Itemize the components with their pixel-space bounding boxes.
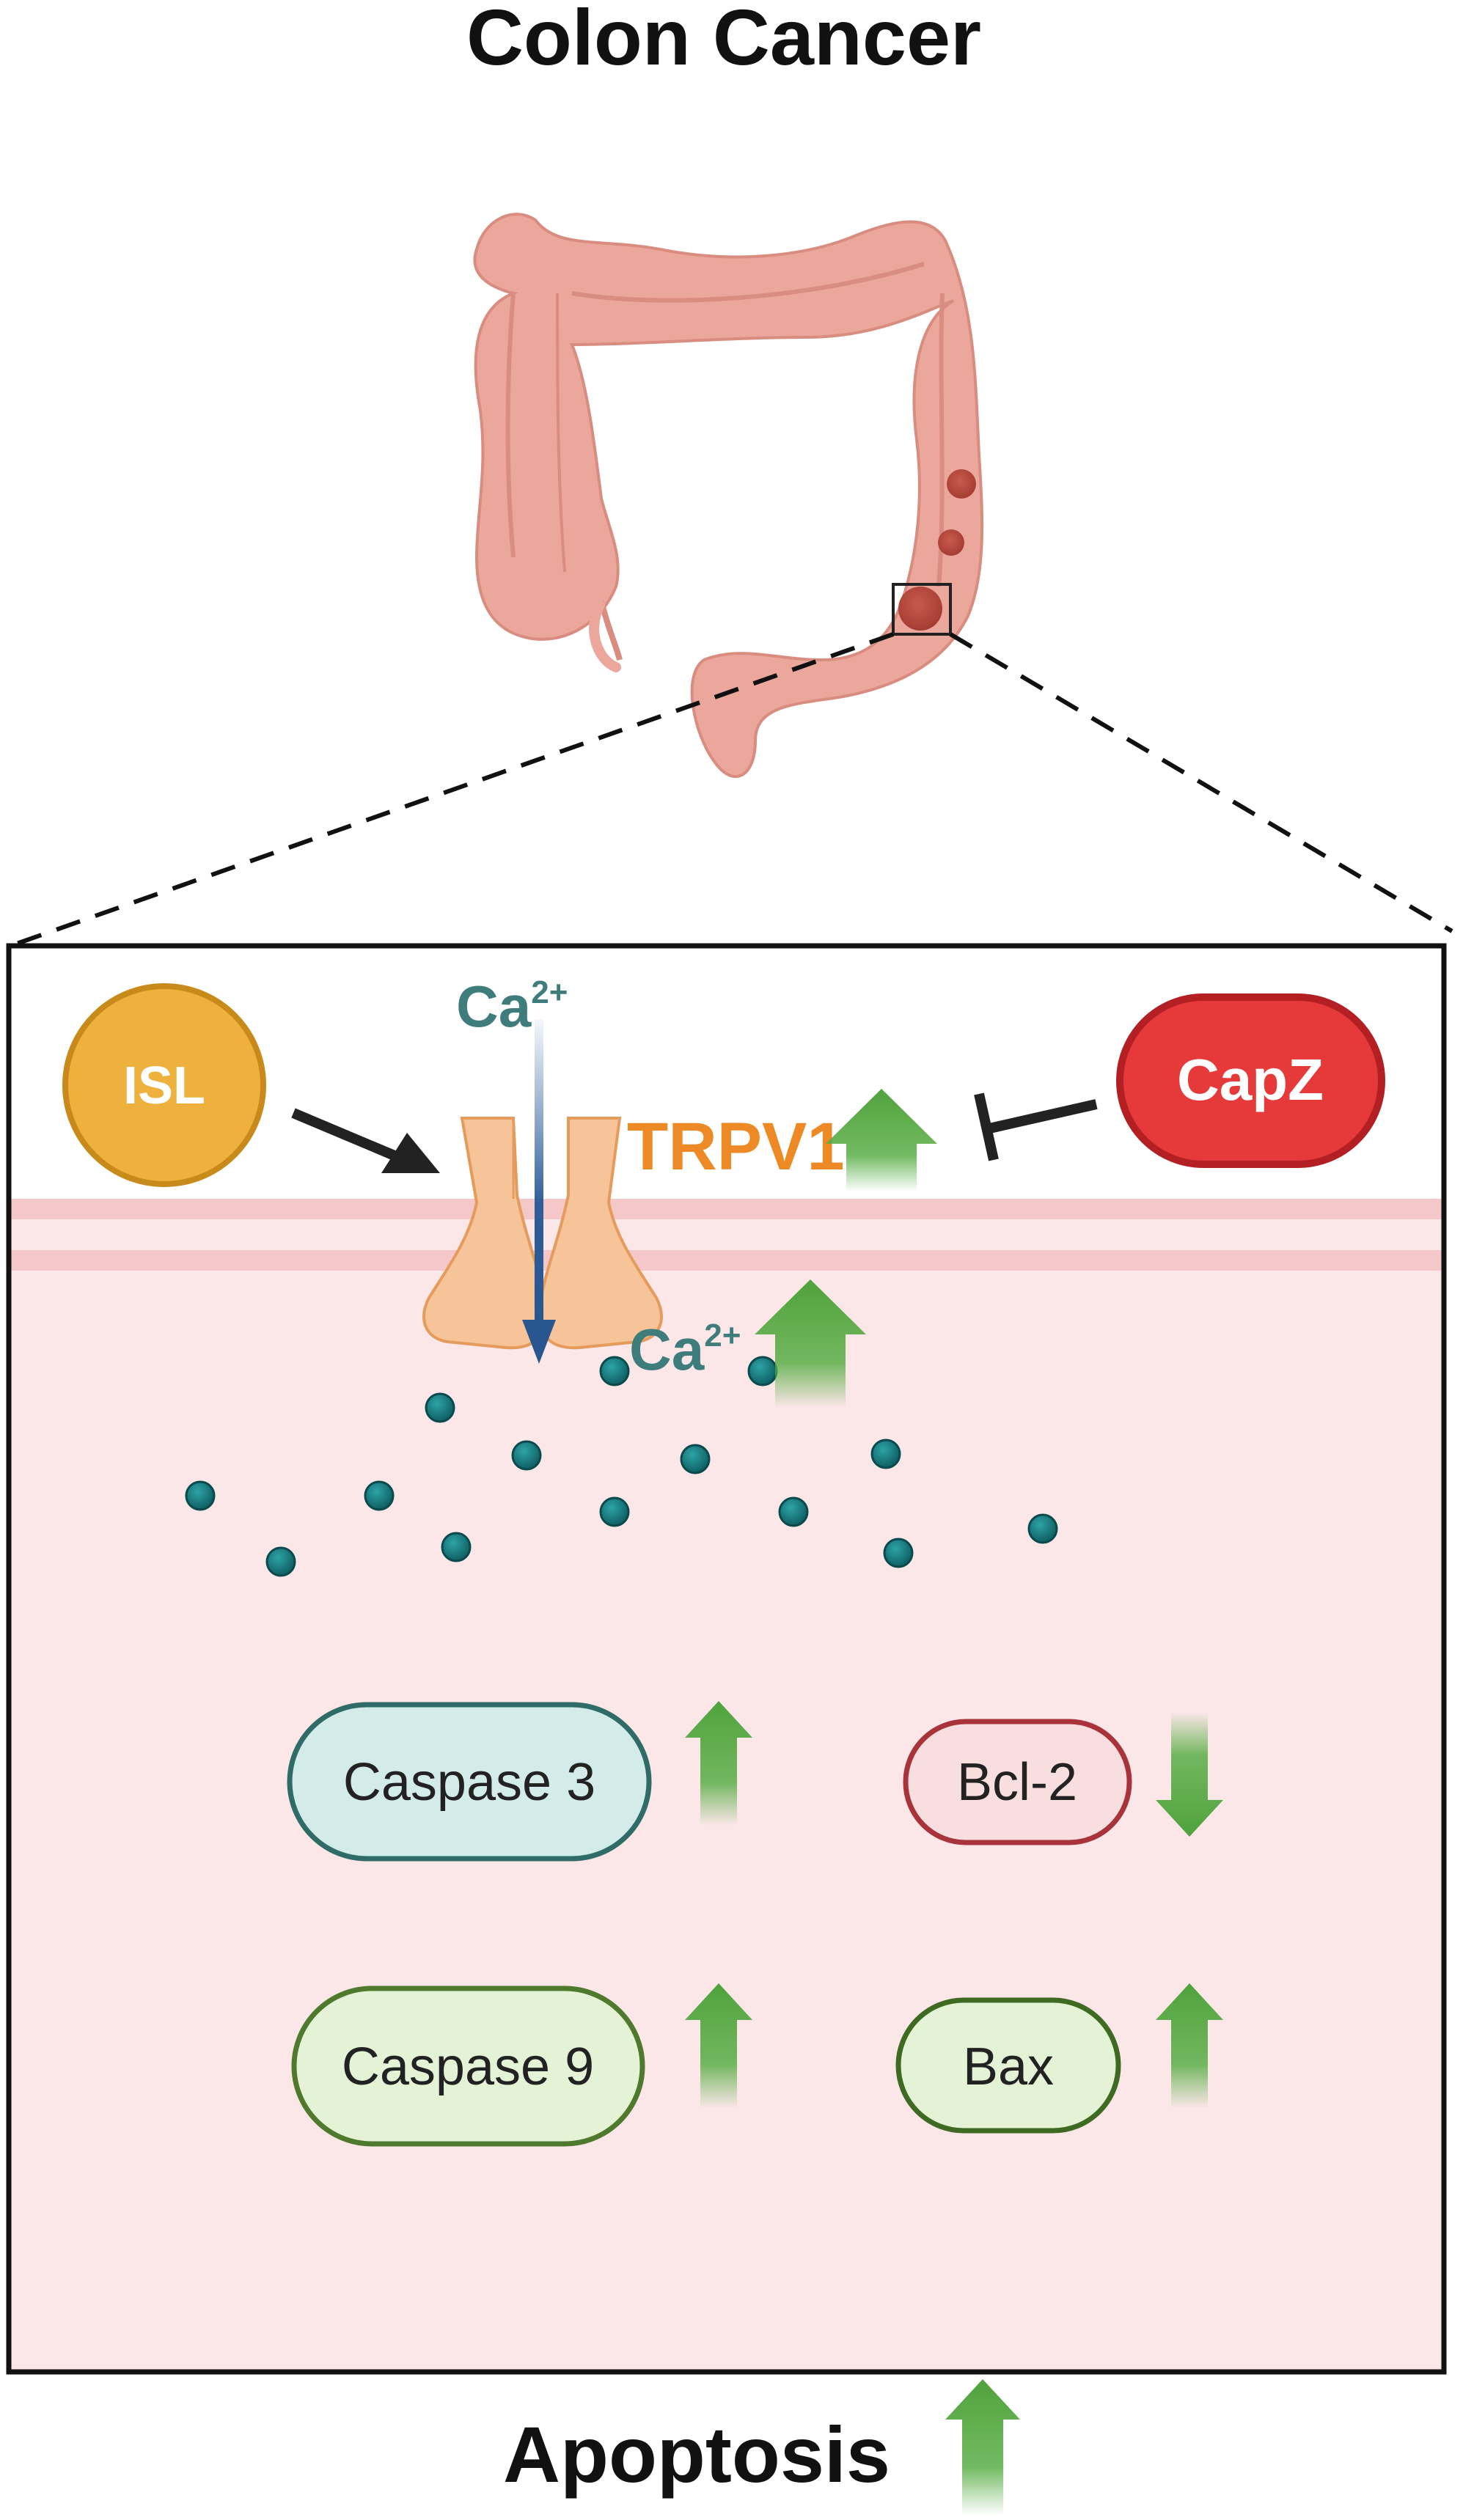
trpv1-label: TRPV1 <box>627 1109 845 1184</box>
trpv1-up-arrow <box>826 1089 937 1191</box>
tumor-marker <box>947 469 976 499</box>
apoptosis-up-arrow <box>945 2379 1020 2515</box>
bcl2-node: Bcl-2 <box>903 1719 1132 1845</box>
figure-title: Colon Cancer <box>466 0 981 81</box>
calcium-ion <box>599 1356 630 1386</box>
capz-label: CapZ <box>1177 1047 1324 1112</box>
isl-activation-arrow <box>291 1108 398 1161</box>
zoom-line-left <box>14 632 894 947</box>
calcium-ion <box>883 1538 914 1568</box>
caspase9-up-arrow <box>685 1983 752 2108</box>
calcium-ion <box>185 1480 216 1511</box>
caspase3-up-arrow <box>685 1701 752 1826</box>
calcium-ion <box>511 1440 542 1471</box>
membrane-outer-leaflet <box>9 1199 1444 1219</box>
tumor-marker <box>938 529 964 556</box>
isl-node: ISL <box>62 983 266 1187</box>
calcium-ion <box>425 1392 455 1423</box>
calcium-ions <box>185 1356 1058 1577</box>
calcium-label-inside: Ca2+ <box>629 1317 741 1382</box>
arrowhead <box>381 1133 440 1173</box>
calcium-ion <box>1027 1513 1058 1544</box>
calcium-ion <box>599 1496 630 1527</box>
capz-node: CapZ <box>1116 993 1385 1168</box>
zoom-line-right <box>949 632 1453 933</box>
caspase9-node: Caspase 9 <box>291 1985 645 2147</box>
tumor-marker <box>898 587 942 631</box>
isl-label: ISL <box>123 1057 205 1115</box>
arrowhead <box>522 1320 556 1364</box>
capz-inhibition-arrow <box>974 1092 1098 1161</box>
caspase9-label: Caspase 9 <box>342 2038 594 2096</box>
calcium-ion <box>778 1496 809 1527</box>
zoom-box <box>892 583 952 636</box>
calcium-ion <box>680 1444 711 1474</box>
calcium-ion <box>870 1439 901 1469</box>
trpv1-channel <box>422 1117 663 1350</box>
membrane-inner-leaflet <box>9 1250 1444 1271</box>
calcium-ion <box>364 1480 395 1511</box>
caspase3-label: Caspase 3 <box>343 1753 595 1812</box>
calcium-ion <box>441 1532 472 1562</box>
calcium-flux-arrow <box>535 1019 543 1327</box>
caspase3-node: Caspase 3 <box>287 1702 652 1862</box>
outcome-label: Apoptosis <box>503 2410 890 2499</box>
bcl2-label: Bcl-2 <box>957 1753 1077 1812</box>
calcium-ion <box>265 1546 296 1577</box>
bcl2-down-arrow <box>1156 1712 1223 1837</box>
calcium-up-arrow <box>755 1279 866 1408</box>
bax-up-arrow <box>1156 1983 1223 2108</box>
bax-label: Bax <box>963 2038 1054 2096</box>
calcium-label-outside: Ca2+ <box>456 974 568 1039</box>
colon-illustration <box>473 213 984 778</box>
calcium-ion <box>747 1356 778 1386</box>
bax-node: Bax <box>895 1997 1121 2134</box>
